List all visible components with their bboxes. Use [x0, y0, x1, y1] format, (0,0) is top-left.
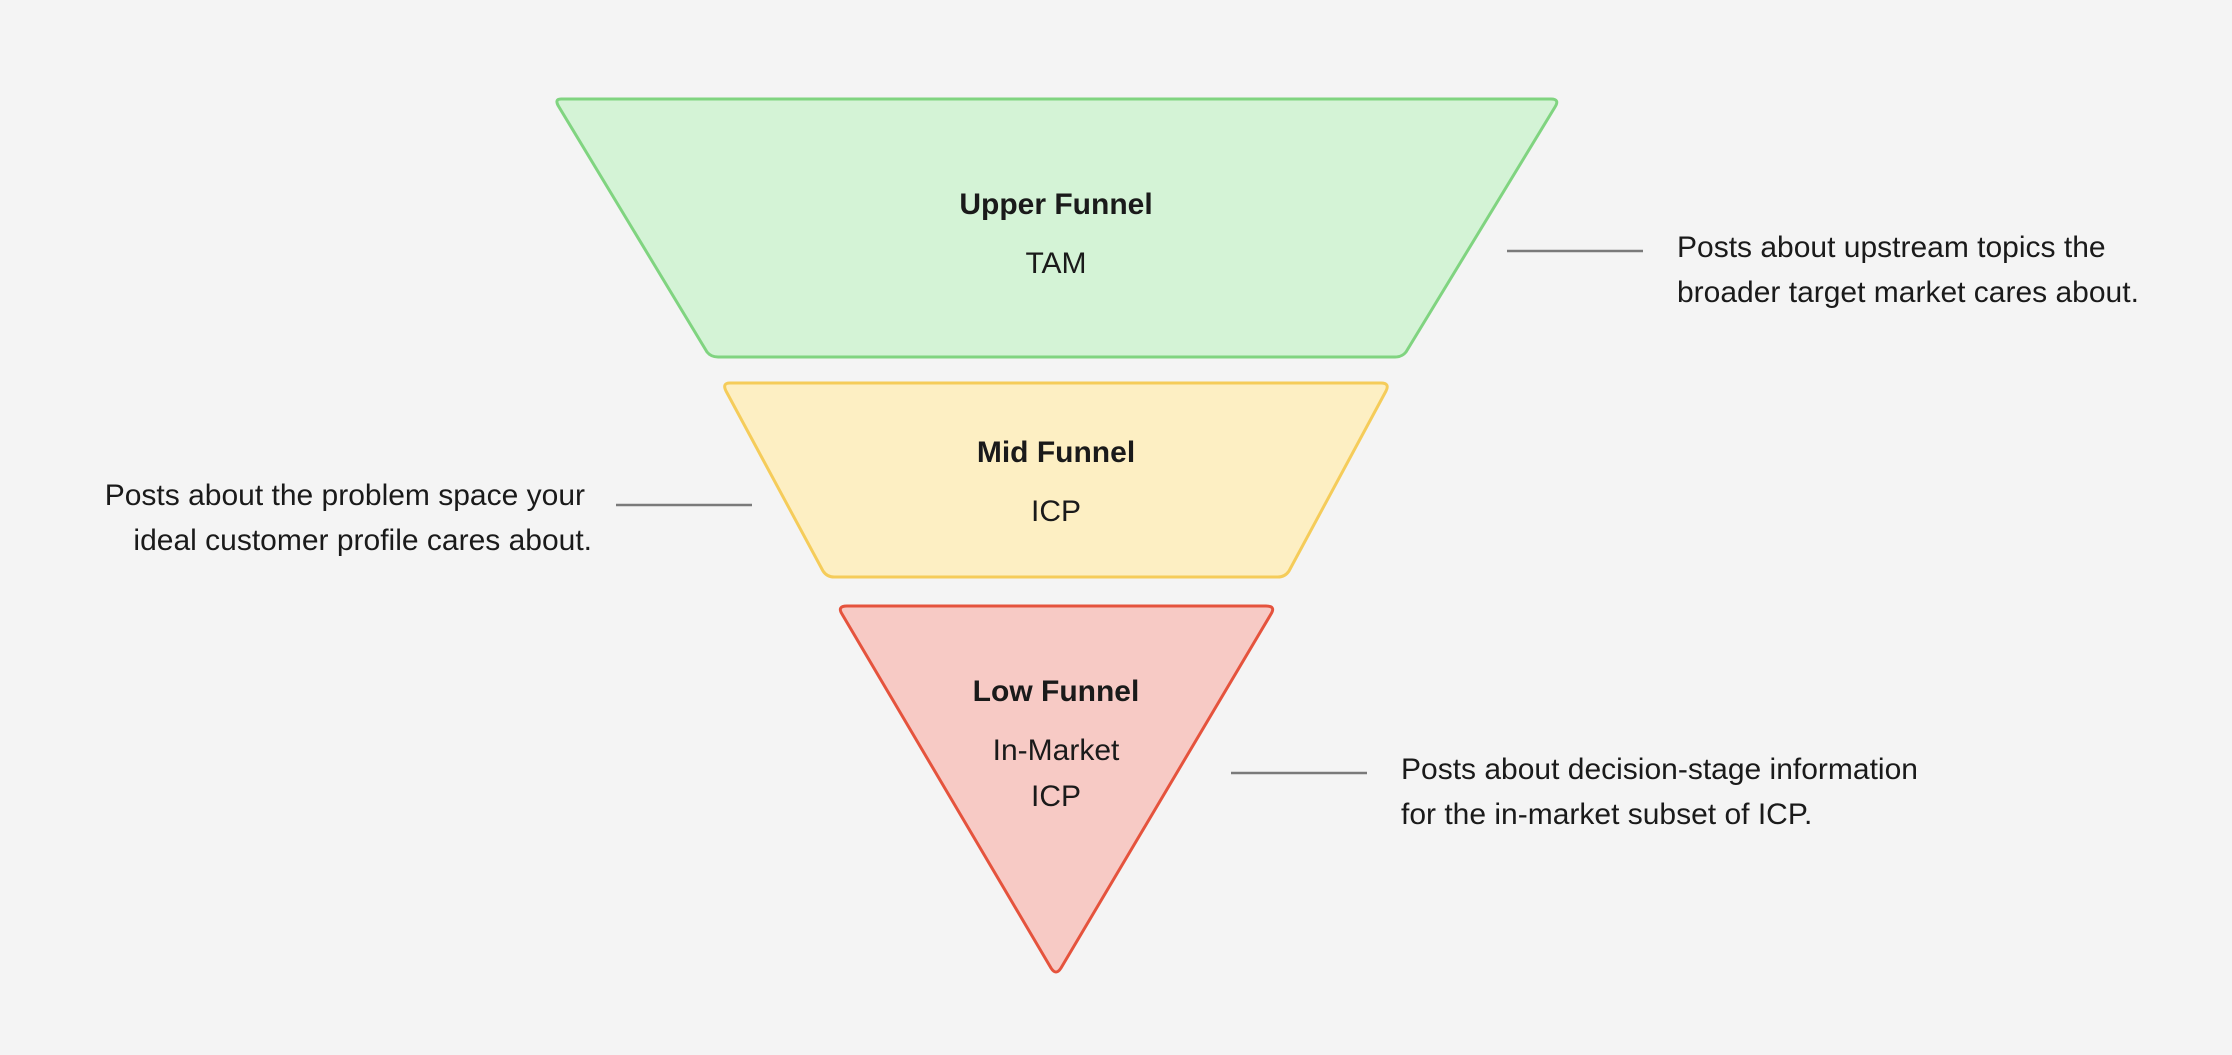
stage-low-title: Low Funnel [973, 675, 1140, 708]
stage-mid-title: Mid Funnel [977, 436, 1135, 469]
stage-mid-shape [723, 381, 1389, 579]
stage-low-subtitle-line-1: In-Market [993, 734, 1120, 767]
annotation-upper: Posts about upstream topics the broader … [1507, 231, 2139, 309]
annotation-mid-line-2: ideal customer profile cares about. [133, 524, 592, 557]
stage-mid-subtitle: ICP [1031, 495, 1081, 528]
stage-upper-title: Upper Funnel [959, 188, 1152, 221]
annotation-mid: Posts about the problem space your ideal… [105, 479, 752, 557]
annotation-upper-line-2: broader target market cares about. [1677, 276, 2139, 309]
annotation-low: Posts about decision-stage information f… [1231, 753, 1918, 831]
annotation-low-line-1: Posts about decision-stage information [1401, 753, 1918, 786]
stage-upper-shape [555, 97, 1559, 359]
stage-upper: Upper Funnel TAM [555, 97, 1559, 359]
stage-low-subtitle-line-2: ICP [1031, 780, 1081, 813]
annotation-low-line-2: for the in-market subset of ICP. [1401, 798, 1812, 831]
stage-low-shape [838, 604, 1275, 974]
stage-mid: Mid Funnel ICP [723, 381, 1389, 579]
annotation-upper-line-1: Posts about upstream topics the [1677, 231, 2106, 264]
stage-upper-subtitle: TAM [1025, 247, 1086, 280]
annotation-mid-line-1: Posts about the problem space your [105, 479, 585, 512]
stage-low: Low Funnel In-Market ICP [838, 604, 1275, 974]
